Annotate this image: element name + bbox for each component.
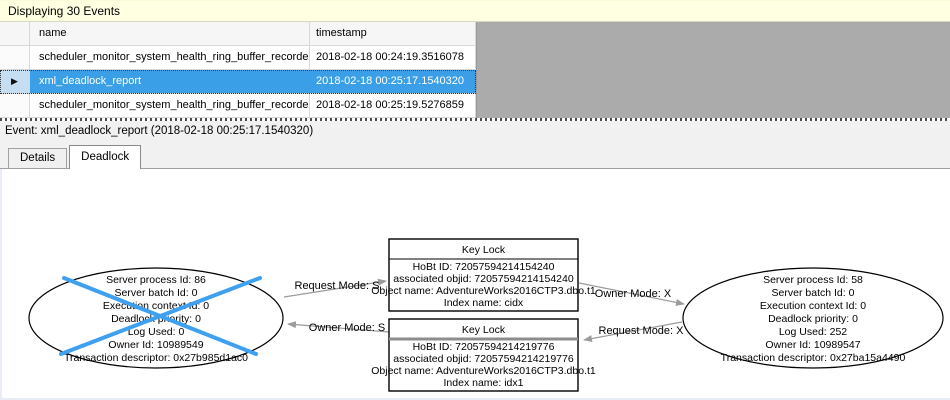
row-selector-cell[interactable]	[0, 94, 30, 118]
edge-label: Request Mode: S	[295, 280, 380, 292]
diagram-text: HoBt ID: 72057594214219776	[413, 341, 555, 353]
diagram-text: Log Used: 0	[128, 326, 185, 338]
diagram-text: associated objid: 72057594214154240	[393, 273, 574, 285]
diagram-text: Server batch Id: 0	[115, 287, 198, 299]
diagram-text: Object name: AdventureWorks2016CTP3.dbo.…	[371, 285, 596, 297]
tab-details[interactable]: Details	[8, 148, 68, 168]
cell-name[interactable]: xml_deadlock_report	[30, 70, 310, 94]
diagram-text: Server process Id: 58	[763, 274, 863, 286]
events-grid[interactable]: name timestamp scheduler_monitor_system_…	[0, 22, 477, 118]
table-row[interactable]: scheduler_monitor_system_health_ring_buf…	[0, 94, 476, 118]
cell-name[interactable]: scheduler_monitor_system_health_ring_buf…	[30, 94, 310, 118]
grid-splitter[interactable]	[0, 118, 950, 121]
diagram-text: Index name: cidx	[444, 297, 524, 309]
event-grid-body: scheduler_monitor_system_health_ring_buf…	[0, 46, 476, 118]
grid-header-row: name timestamp	[0, 22, 476, 46]
victim-cross-icon	[59, 276, 262, 356]
diagram-text: Index name: idx1	[444, 377, 524, 389]
current-row-arrow-icon: ▶	[11, 76, 18, 86]
diagram-text: HoBt ID: 72057594214154240	[413, 261, 555, 273]
diagram-text: Transaction descriptor: 0x27b985d1ac0	[64, 352, 248, 364]
diagram-text: Server batch Id: 0	[772, 287, 855, 299]
edge-label: Request Mode: X	[599, 325, 685, 337]
diagram-text: Log Used: 252	[779, 326, 847, 338]
resource-title: Key Lock	[462, 244, 506, 256]
resource-title: Key Lock	[462, 324, 506, 336]
diagram-text: Execution context Id: 0	[760, 300, 866, 312]
cell-timestamp[interactable]: 2018-02-18 00:25:17.1540320	[310, 70, 476, 94]
diagram-text: associated objid: 72057594214219776	[393, 353, 574, 365]
grid-header-selector-cell	[0, 22, 30, 46]
diagram-text: Owner Id: 10989549	[108, 339, 203, 351]
events-count-bar: Displaying 30 Events	[0, 0, 950, 22]
edge-label: Owner Mode: S	[309, 322, 385, 334]
selected-event-label: Event: xml_deadlock_report (2018-02-18 0…	[0, 121, 950, 142]
diagram-text: Object name: AdventureWorks2016CTP3.dbo.…	[371, 365, 596, 377]
cell-name[interactable]: scheduler_monitor_system_health_ring_buf…	[30, 46, 310, 70]
edge-label: Owner Mode: X	[595, 288, 672, 300]
row-selector-cell[interactable]	[0, 46, 30, 70]
column-header-name[interactable]: name	[30, 22, 310, 46]
table-row[interactable]: scheduler_monitor_system_health_ring_buf…	[0, 46, 476, 70]
cell-timestamp[interactable]: 2018-02-18 00:24:19.3516078	[310, 46, 476, 70]
lock-edge-line	[283, 278, 387, 298]
diagram-text: Server process Id: 86	[106, 274, 206, 286]
tab-deadlock[interactable]: Deadlock	[69, 145, 142, 169]
lock-edge-line	[287, 321, 390, 333]
lock-edge-line	[578, 282, 685, 306]
events-grid-zone: name timestamp scheduler_monitor_system_…	[0, 22, 950, 118]
column-header-timestamp[interactable]: timestamp	[310, 22, 476, 46]
row-selector-cell[interactable]: ▶	[0, 70, 30, 94]
grid-gray-filler	[477, 22, 950, 118]
diagram-text: Owner Id: 10989547	[765, 339, 860, 351]
diagram-text: Deadlock priority: 0	[768, 313, 858, 325]
diagram-text: Transaction descriptor: 0x27ba15a4490	[721, 352, 906, 364]
cell-timestamp[interactable]: 2018-02-18 00:25:19.5276859	[310, 94, 476, 118]
lock-edge-line	[583, 321, 683, 342]
